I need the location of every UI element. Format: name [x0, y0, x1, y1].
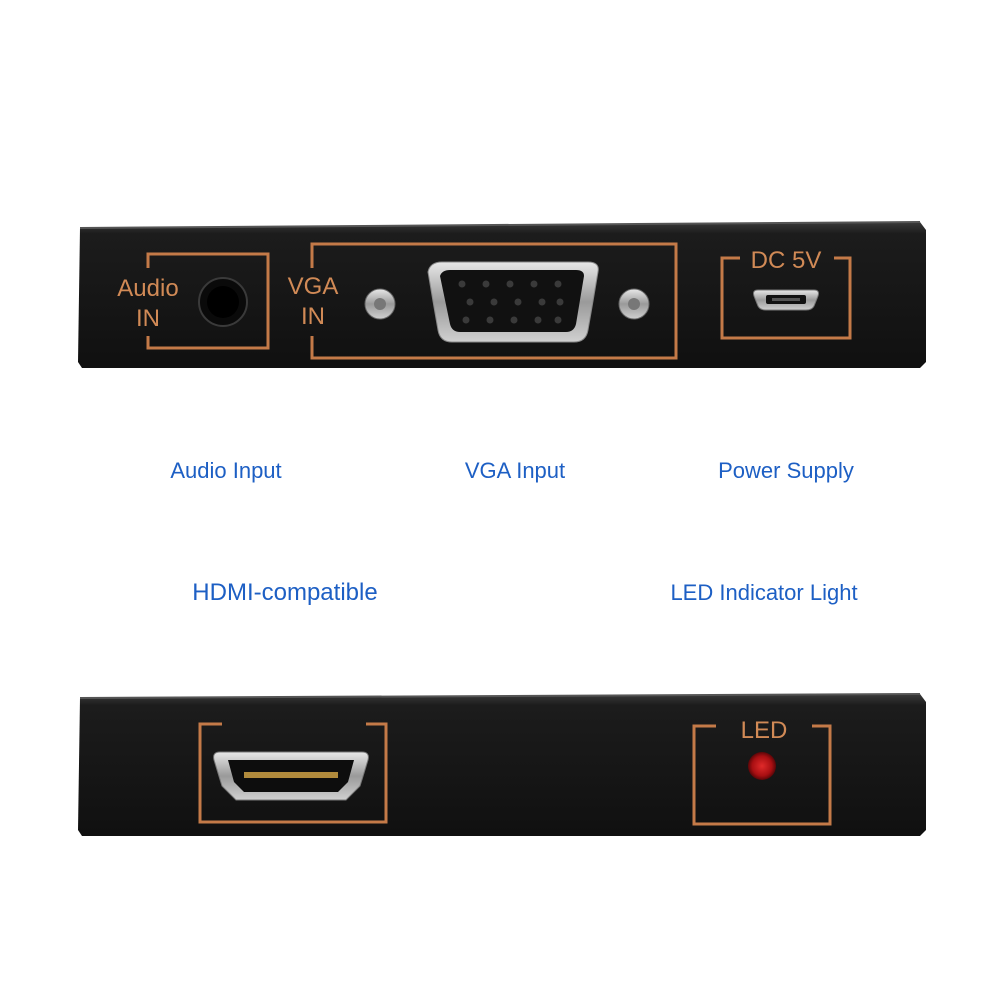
bottom-callout-lines — [290, 612, 766, 776]
callout-hdmi: HDMI-compatible — [192, 579, 378, 606]
hdmi-frame — [198, 722, 388, 824]
callout-power-supply: Power Supply — [718, 458, 854, 483]
top-callout-lines — [221, 300, 788, 452]
callout-vga-input: VGA Input — [464, 458, 566, 483]
dc-label: DC 5V — [751, 247, 822, 274]
top-panel: Audio IN VGA IN — [78, 221, 926, 368]
led-frame — [692, 724, 832, 826]
bottom-panel: LED — [78, 693, 926, 836]
vga-label-line1: VGA — [288, 273, 339, 300]
left-screw-icon — [364, 288, 396, 320]
vga-frame — [310, 242, 678, 360]
callout-led-light: LED Indicator Light — [670, 580, 858, 605]
led-icon — [748, 752, 776, 780]
audio-label-line2: IN — [136, 305, 160, 332]
vga-label-line2: IN — [301, 303, 325, 330]
right-screw-icon — [618, 288, 650, 320]
audio-label-line1: Audio — [117, 275, 178, 302]
audio-frame — [146, 252, 270, 350]
callout-audio-input: Audio Input — [170, 458, 282, 483]
